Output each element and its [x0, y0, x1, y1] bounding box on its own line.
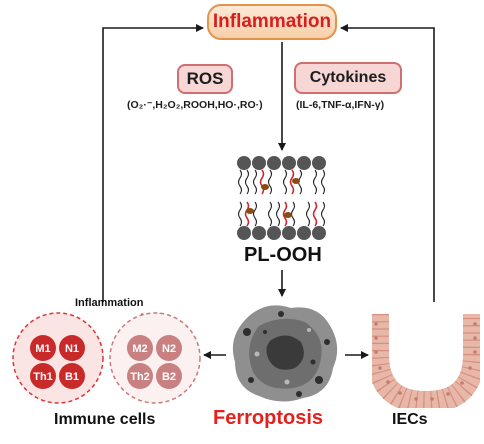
- pro-cells-group: M1 N1 Th1 B1: [30, 335, 85, 389]
- arrow-iecs-to-inflammation: [340, 24, 435, 302]
- iecs-label: IECs: [392, 411, 428, 428]
- cell-b2: [156, 363, 182, 389]
- cell-th1: [30, 363, 56, 389]
- ferroptotic-cell-icon: [232, 305, 338, 402]
- cell-m1: [30, 335, 56, 361]
- cell-label-n2: N2: [162, 343, 176, 355]
- inflammation-node: Inflammation: [207, 4, 337, 40]
- cell-label-th2: Th2: [130, 371, 150, 383]
- cell-m2: [127, 335, 153, 361]
- immune-cells-icon: M1 N1 Th1 B1 M2 N2 Th2 B2: [12, 312, 201, 404]
- inflammation-label: Inflammation: [212, 11, 332, 32]
- cell-n2: [156, 335, 182, 361]
- cell-th2: [127, 363, 153, 389]
- cytokine-list-label: (IL-6,TNF-α,IFN-γ): [296, 99, 385, 111]
- cytokines-label: Cytokines: [309, 69, 387, 86]
- arrow-immune-to-inflammation: [102, 24, 204, 302]
- immune-inflammation-label: Inflammation: [75, 297, 144, 309]
- cell-label-m1: M1: [35, 343, 50, 355]
- immune-cells-label: Immune cells: [54, 411, 156, 428]
- pl-ooh-label: PL-OOH: [244, 244, 322, 266]
- cell-label-n1: N1: [65, 343, 79, 355]
- cell-label-th1: Th1: [33, 371, 53, 383]
- ros-label: ROS: [186, 69, 224, 88]
- cytokines-node: Cytokines: [294, 62, 402, 94]
- lipid-bilayer-icon: [237, 156, 326, 240]
- anti-cells-group: M2 N2 Th2 B2: [127, 335, 182, 389]
- cell-b1: [59, 363, 85, 389]
- cell-n1: [59, 335, 85, 361]
- cell-label-m2: M2: [132, 343, 147, 355]
- cell-label-b2: B2: [162, 371, 176, 383]
- ferroptosis-label: Ferroptosis: [213, 407, 324, 429]
- ros-node: ROS: [177, 64, 233, 94]
- iecs-villus-icon: [372, 314, 480, 408]
- cell-label-b1: B1: [65, 371, 79, 383]
- ros-species-label: (O₂·⁻,H₂O₂,ROOH,HO·,RO·): [127, 99, 263, 111]
